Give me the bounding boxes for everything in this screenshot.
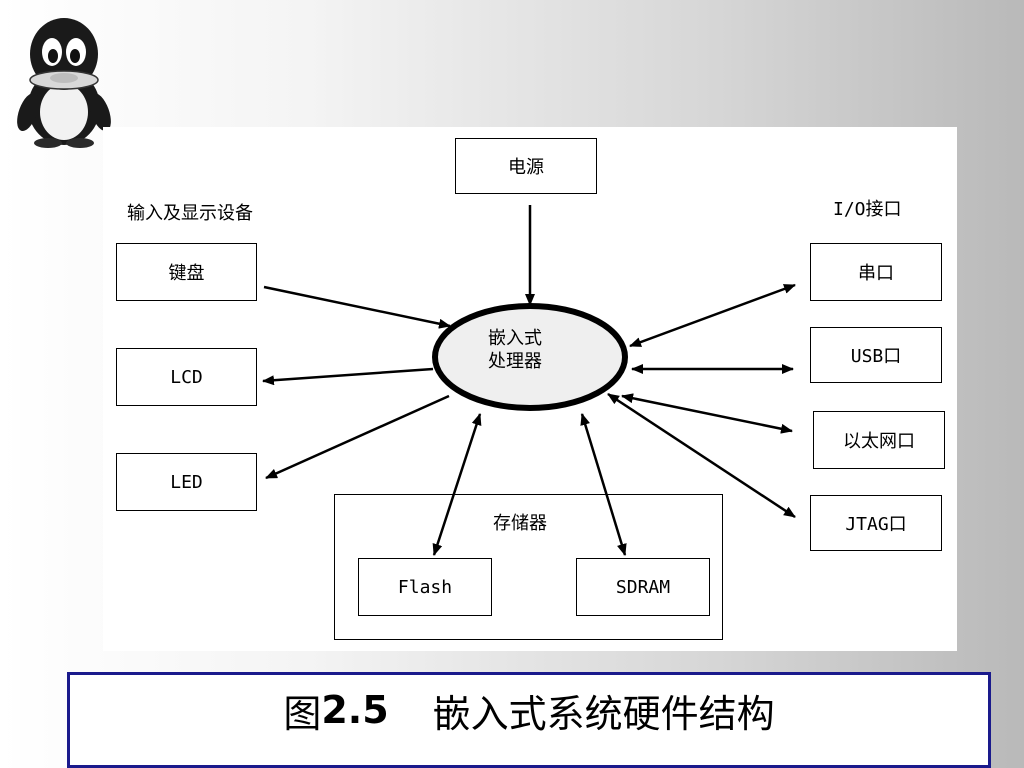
processor-node [432, 303, 628, 411]
usb-port-box: USB口 [810, 327, 942, 383]
led-box: LED [116, 453, 257, 511]
arrow-cpu-ethernet [621, 393, 793, 434]
arrow-cpu-sdram [580, 413, 627, 556]
penguin-logo-icon [17, 18, 111, 148]
caption-number: 2.5 [321, 688, 389, 732]
io-group-label: I/O接口 [833, 199, 902, 220]
serial-port-box: 串口 [810, 243, 942, 301]
processor-label-line1: 嵌入式 [488, 328, 542, 349]
memory-label: 存储器 [493, 513, 547, 534]
power-box: 电源 [455, 138, 597, 194]
lcd-box: LCD [116, 348, 257, 406]
ethernet-port-box: 以太网口 [813, 411, 945, 469]
memory-group [334, 494, 723, 640]
arrow-cpu-jtag [607, 392, 796, 519]
caption-title: 嵌入式系统硬件结构 [432, 691, 775, 736]
caption-prefix: 图 [283, 691, 322, 736]
arrow-keyboard-to-cpu [263, 285, 451, 329]
input-group-label: 输入及显示设备 [127, 203, 253, 224]
keyboard-box: 键盘 [116, 243, 257, 301]
jtag-port-box: JTAG口 [810, 495, 942, 551]
processor-label-line2: 处理器 [488, 351, 542, 372]
flash-box: Flash [358, 558, 492, 616]
arrow-cpu-flash [432, 413, 482, 556]
hardware-diagram: 嵌入式 处理器 电源 输入及显示设备 I/O接口 键盘 LCD LED 串口 U… [103, 127, 957, 651]
arrow-cpu-serial [629, 283, 796, 348]
processor-label: 嵌入式 处理器 [455, 327, 575, 373]
diagram-arrows [262, 205, 796, 556]
sdram-box: SDRAM [576, 558, 710, 616]
arrow-cpu-to-lcd [262, 367, 434, 386]
arrow-cpu-to-led [265, 394, 450, 480]
